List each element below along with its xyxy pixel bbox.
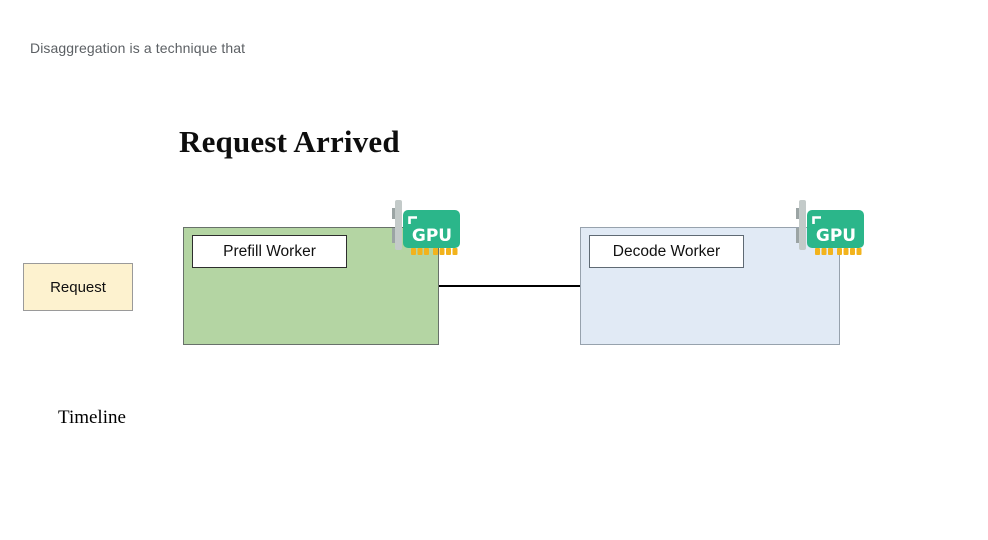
decode-worker-label-box: Decode Worker: [589, 235, 744, 268]
gpu-label: GPU: [412, 226, 452, 246]
gpu-corner-mark: [408, 216, 417, 224]
slide-title: Request Arrived: [179, 124, 400, 159]
prefill-decode-connector-line: [439, 285, 580, 287]
prefill-worker-label-box: Prefill Worker: [192, 235, 347, 268]
gpu-bracket-tabs: [392, 208, 397, 243]
gpu-card-body: [403, 210, 460, 248]
gpu-card-body: [807, 210, 864, 248]
decode-worker-label: Decode Worker: [612, 242, 721, 260]
prefill-worker-label: Prefill Worker: [223, 242, 316, 260]
gpu-pins: [815, 248, 862, 255]
intro-note-text: Disaggregation is a technique that: [30, 40, 246, 56]
gpu-icon: GPU: [392, 200, 460, 255]
gpu-bracket-bar: [799, 200, 806, 250]
gpu-icon: GPU: [796, 200, 864, 255]
request-box: Request: [23, 263, 133, 311]
decode-worker-box: Decode Worker: [580, 227, 840, 345]
gpu-label: GPU: [816, 226, 856, 246]
gpu-pins: [411, 248, 458, 255]
gpu-corner-mark: [812, 216, 821, 224]
gpu-bracket-tabs: [796, 208, 801, 243]
gpu-bracket-bar: [395, 200, 402, 250]
timeline-label: Timeline: [58, 407, 126, 428]
request-box-label: Request: [50, 278, 106, 296]
